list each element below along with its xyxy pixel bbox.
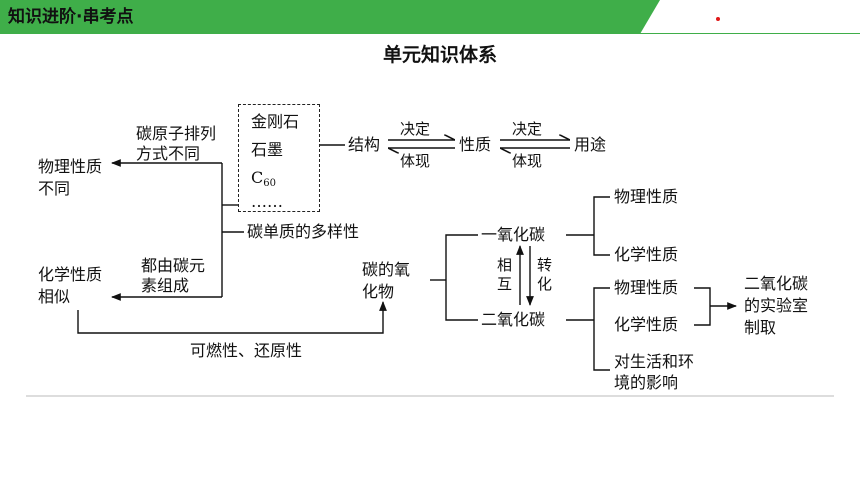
c60-main: C: [251, 168, 264, 187]
lab-prep-2: 的实验室: [744, 296, 809, 315]
lab-prep-3: 制取: [744, 318, 777, 337]
diversity-label: 碳单质的多样性: [247, 222, 360, 241]
page-title: 单元知识体系: [382, 44, 497, 66]
oxides-label-2: 化物: [362, 282, 395, 301]
graphite-label: 石墨: [251, 140, 284, 159]
physical-diff-1: 物理性质: [38, 157, 103, 176]
convert-label: 转化: [537, 256, 553, 293]
co2-impact-1: 对生活和环: [614, 352, 695, 371]
c60-subscript: 60: [263, 178, 276, 189]
allotropes-box: [238, 104, 320, 212]
mutual-label: 相互: [497, 256, 513, 293]
co-physical: 物理性质: [614, 187, 679, 206]
flammability-label: 可燃性、还原性: [190, 341, 303, 360]
co2-physical: 物理性质: [614, 278, 679, 297]
lab-prep-1: 二氧化碳: [744, 274, 809, 293]
section-title: 知识进阶·串考点: [8, 7, 134, 27]
diamond-label: 金刚石: [251, 112, 300, 131]
co-chemical: 化学性质: [614, 245, 679, 264]
reflects-label-2: 体现: [512, 152, 543, 170]
red-dot: [716, 17, 720, 21]
decides-label-1: 决定: [400, 120, 431, 138]
oxides-label-1: 碳的氧: [362, 260, 411, 279]
composition-reason-2: 素组成: [141, 276, 190, 295]
more-allotropes: ……: [251, 192, 283, 211]
co2-label: 二氧化碳: [481, 310, 546, 329]
co2-chemical: 化学性质: [614, 315, 679, 334]
physical-diff-2: 不同: [38, 179, 71, 198]
composition-reason-1: 都由碳元: [141, 256, 206, 275]
structure-label: 结构: [348, 135, 381, 154]
chemical-same-2: 相似: [38, 287, 71, 306]
c60-label: C60: [251, 168, 276, 194]
co-label: 一氧化碳: [481, 225, 546, 244]
arrangement-reason-2: 方式不同: [136, 144, 201, 163]
use-label: 用途: [574, 135, 607, 154]
property-label: 性质: [459, 135, 492, 154]
arrangement-reason-1: 碳原子排列: [136, 124, 217, 143]
chemical-same-1: 化学性质: [38, 265, 103, 284]
co2-impact-2: 境的影响: [614, 373, 679, 392]
decides-label-2: 决定: [512, 120, 543, 138]
reflects-label-1: 体现: [400, 152, 431, 170]
section-banner: [0, 0, 860, 34]
